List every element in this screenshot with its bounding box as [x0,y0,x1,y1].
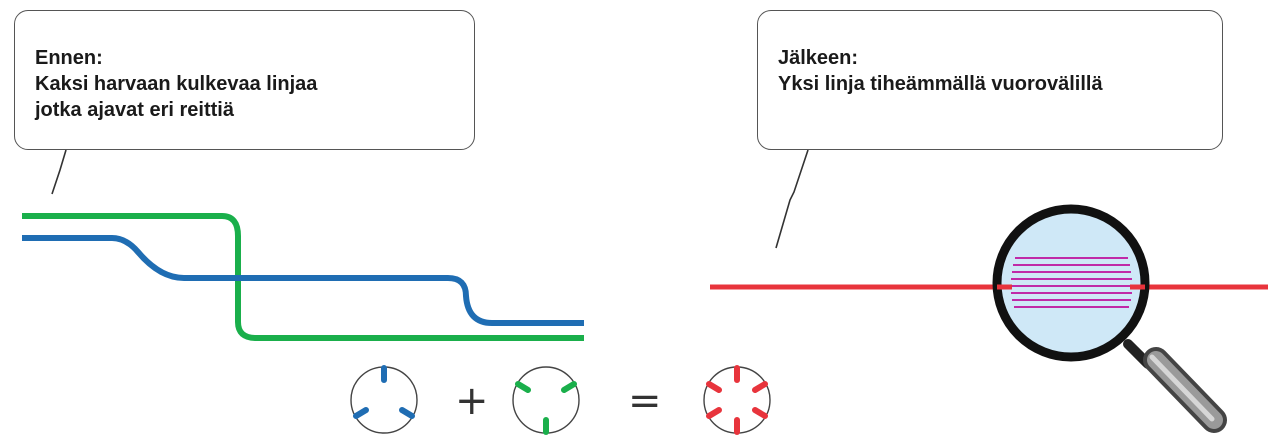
route-blue [22,235,584,326]
callout-after-line1: Yksi linja tiheämmällä vuorovälillä [778,73,1103,95]
callout-before-line2: jotka ajavat eri reittiä [35,99,234,121]
clock-icon-green [512,366,580,435]
plus-sign: + [455,378,489,424]
callout-before: Ennen: Kaksi harvaan kulkevaa linjaa jot… [14,10,475,150]
callout-before-pointer [51,149,67,195]
callout-after: Jälkeen: Yksi linja tiheämmällä vuoroväl… [757,10,1223,150]
equals-sign: = [628,378,662,424]
magnifier-icon [992,204,1227,433]
callout-before-line1: Kaksi harvaan kulkevaa linjaa [35,73,318,95]
clock-icon-red [703,365,771,435]
callout-after-pointer [775,149,809,249]
callout-after-title: Jälkeen: [778,47,859,69]
clock-icon-blue [350,365,418,434]
callout-before-title: Ennen: [35,47,103,69]
